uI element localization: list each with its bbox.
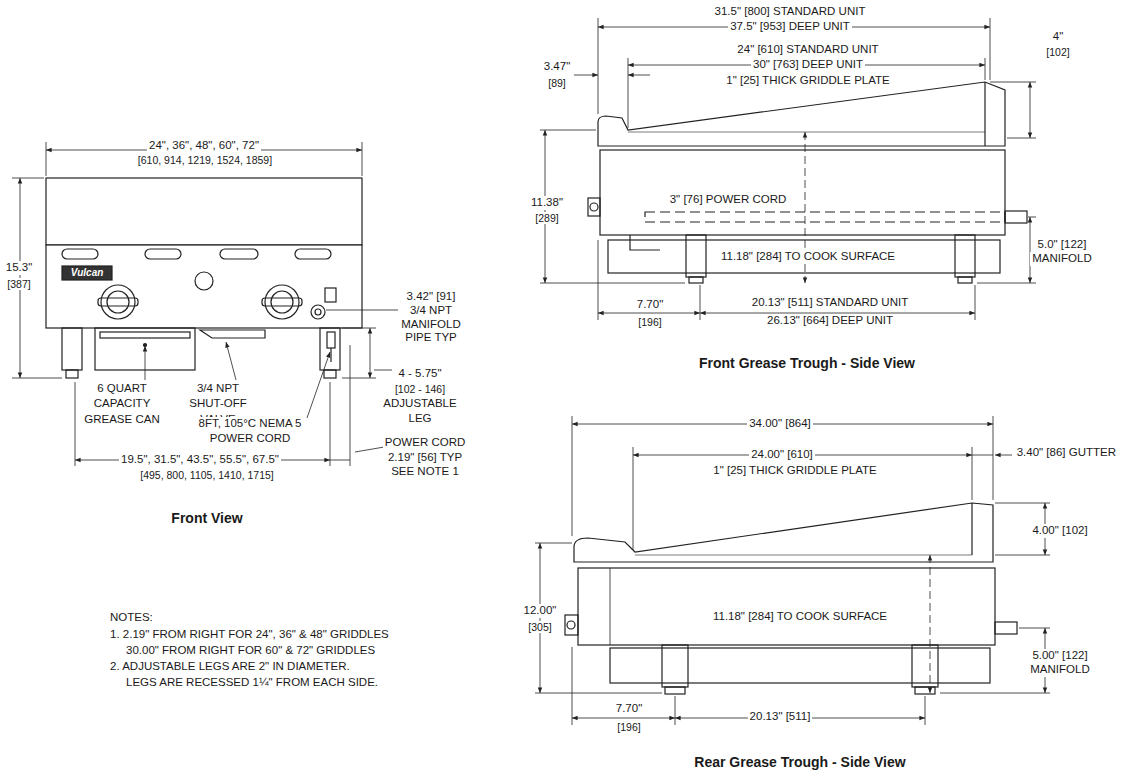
dimension-label: POWER CORD	[383, 436, 468, 449]
view-caption: Front View	[169, 510, 244, 526]
dimension-label: 4.00" [102]	[1030, 524, 1089, 537]
dimension-label: 20.13" [511]	[748, 710, 813, 723]
dimension-label: [196]	[636, 316, 663, 328]
dimension-label: 11.38"	[529, 196, 565, 209]
dimension-label: 3" [76] POWER CORD	[668, 193, 789, 206]
dimension-label: 5.0" [122]	[1036, 238, 1089, 251]
dimension-label: SHUT-OFF	[187, 397, 249, 410]
dimension-label: 1" [25] THICK GRIDDLE PLATE	[724, 74, 891, 87]
dimension-label: 19.5", 31.5", 43.5", 55.5", 67.5"	[119, 453, 281, 466]
dimension-label: 2.19" [56] TYP	[386, 451, 464, 464]
dimension-label: 3/4 NPT	[195, 382, 241, 395]
dimension-label: 12.00"	[522, 604, 559, 617]
dimension-label: CAPACITY	[92, 397, 153, 410]
dimension-label: 26.13" [664] DEEP UNIT	[765, 314, 895, 327]
dimension-label: 4 - 5.75"	[396, 367, 443, 380]
note-text: 1. 2.19" FROM RIGHT FOR 24", 36" & 48" G…	[108, 628, 391, 641]
dimension-label: [495, 800, 1105, 1410, 1715]	[138, 469, 276, 481]
dimension-label: [387]	[5, 278, 32, 290]
dimension-label: 30" [763] DEEP UNIT	[751, 58, 865, 71]
dimension-label: 5.00" [122]	[1030, 649, 1089, 662]
dimension-label: 20.13" [511] STANDARD UNIT	[750, 296, 910, 309]
dimension-label: MANIFOLD	[399, 318, 462, 331]
dimension-label: 3.40" [86] GUTTER	[1015, 446, 1118, 459]
dimension-label: 24", 36", 48", 60", 72"	[147, 139, 261, 152]
dimension-label: [89]	[546, 77, 568, 89]
dimension-label: SEE NOTE 1	[389, 465, 461, 478]
brand-logo: Vulcan	[68, 267, 107, 279]
dimension-label: 11.18" [284] TO COOK SURFACE	[711, 610, 889, 623]
dimension-label: MANIFOLD	[1030, 252, 1093, 265]
dimension-label: MANIFOLD	[1028, 663, 1091, 676]
dimension-label: 4"	[1051, 30, 1065, 43]
dimension-label: [305]	[526, 621, 553, 633]
dimension-label: 15.3"	[4, 261, 34, 274]
dimension-label: [102 - 146]	[393, 383, 447, 395]
dimension-label: PIPE TYP	[403, 331, 459, 344]
dimension-label: 3.47"	[542, 60, 572, 73]
dimension-label: 24" [610] STANDARD UNIT	[735, 43, 880, 56]
dimension-label: 3/4 NPT	[408, 304, 454, 317]
dimension-label: [289]	[533, 212, 560, 224]
dimension-label: 3.42" [91]	[405, 290, 458, 303]
dimension-label: [102]	[1044, 46, 1071, 58]
dimension-label: 8FT, 105°C NEMA 5	[196, 417, 303, 430]
dimension-label: 7.70"	[635, 298, 665, 311]
dimension-label: GREASE CAN	[82, 413, 161, 426]
dimension-label: 1" [25] THICK GRIDDLE PLATE	[711, 464, 878, 477]
view-caption: Rear Grease Trough - Side View	[692, 754, 907, 770]
dimension-label: 7.70"	[614, 702, 644, 715]
dimension-label: 31.5" [800] STANDARD UNIT	[713, 5, 868, 18]
dimension-label: 11.18" [284] TO COOK SURFACE	[719, 250, 897, 263]
dimension-label: LEG	[406, 412, 433, 425]
note-text: 2. ADJUSTABLE LEGS ARE 2" IN DIAMETER.	[108, 660, 352, 673]
dimension-label: ADJUSTABLE	[381, 397, 458, 410]
dimension-label: POWER CORD	[208, 432, 293, 445]
view-caption: Front Grease Trough - Side View	[697, 355, 917, 371]
dimension-label: 24.00" [610]	[749, 448, 815, 461]
note-text: 30.00" FROM RIGHT FOR 60" & 72" GRIDDLES	[124, 644, 377, 657]
note-text: LEGS ARE RECESSED 1¼" FROM EACH SIDE.	[124, 676, 380, 689]
dimension-label: [610, 914, 1219, 1524, 1859]	[136, 154, 274, 166]
dimension-label: [196]	[615, 721, 642, 733]
dimension-label: 6 QUART	[95, 382, 149, 395]
dimension-label: 34.00" [864]	[747, 417, 813, 430]
dimension-label: 37.5" [953] DEEP UNIT	[728, 20, 852, 33]
note-text: NOTES:	[108, 611, 155, 624]
